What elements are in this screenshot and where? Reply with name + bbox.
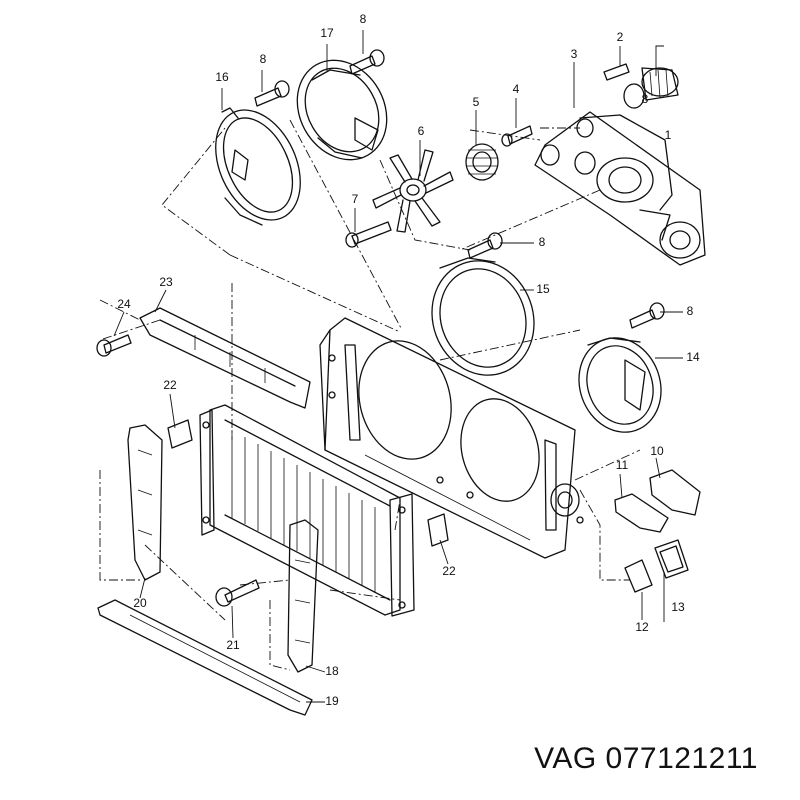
callout-6: 6 [418,124,425,138]
callout-22-right: 22 [442,564,456,578]
callouts: 1 2 3 4 5 6 7 8 8 8 8 8 10 11 12 13 14 1… [117,12,700,708]
callout-18: 18 [325,664,339,678]
pulley-5 [465,143,499,181]
bracket-10 [649,469,701,516]
callout-24: 24 [117,297,131,311]
callout-7: 7 [352,192,359,206]
fan-ring-15 [431,257,535,376]
callout-14: 14 [686,350,700,364]
callout-3: 3 [571,47,578,61]
bracket-3 [534,111,706,266]
fan-shroud-16 [215,107,301,226]
callout-4: 4 [513,82,520,96]
callout-1: 1 [665,128,672,142]
callout-17: 17 [320,26,334,40]
callout-23: 23 [159,275,173,289]
fan-shroud-14 [578,337,662,433]
callout-5: 5 [473,95,480,109]
callout-19: 19 [325,694,339,708]
air-guide-23 [139,307,311,409]
bolts [96,49,665,607]
seal-11 [614,493,669,533]
callout-8-middle: 8 [539,235,546,249]
gasket-12 [624,559,653,593]
fan-6 [372,149,454,233]
callout-8-tensioner: 8 [642,92,649,106]
callout-16: 16 [215,70,229,84]
tensioner-1 [623,67,679,109]
radiator [199,404,415,617]
callout-8-left: 8 [260,52,267,66]
callout-13: 13 [671,600,685,614]
callout-8-right: 8 [687,304,694,318]
clip-22 [167,419,449,547]
leader-lines [113,30,683,703]
callout-8-top: 8 [360,12,367,26]
callout-11: 11 [616,458,629,472]
air-guide-18 [287,519,319,673]
air-guide-20 [127,424,163,581]
fan-shroud-17 [296,59,388,161]
callout-21: 21 [226,638,240,652]
part-number-caption: VAG 077121211 [534,742,758,775]
air-guide-19 [97,599,313,716]
callout-12: 12 [635,620,649,634]
callout-15: 15 [536,282,550,296]
callout-2: 2 [617,30,624,44]
callout-10: 10 [650,444,664,458]
radiator-support-frame [319,317,584,559]
assembly-lines [99,119,641,671]
callout-22-left: 22 [163,378,177,392]
callout-20: 20 [133,596,147,610]
gasket-13 [654,539,689,579]
